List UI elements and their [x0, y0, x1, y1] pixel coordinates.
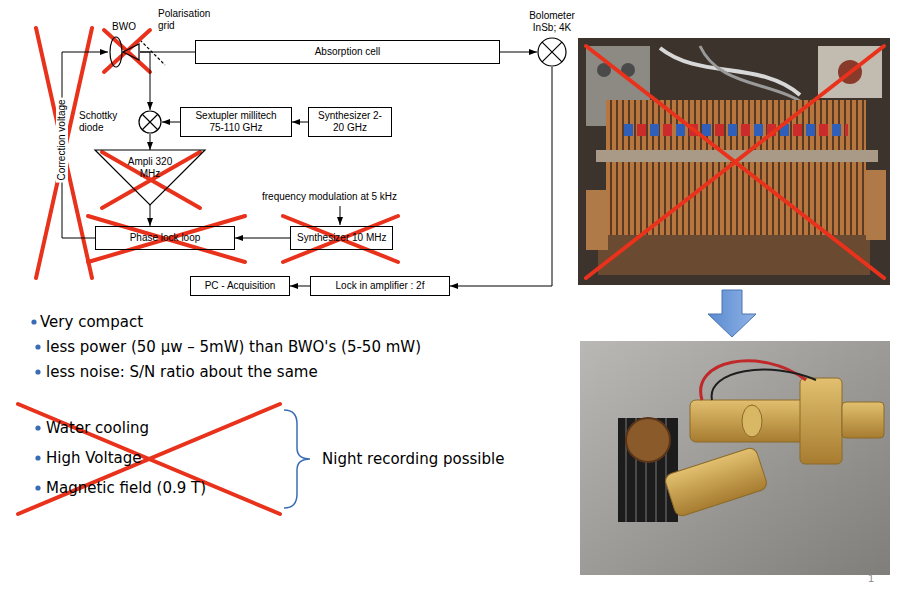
symbol-outline	[138, 110, 162, 134]
photo-resistors	[622, 124, 848, 136]
cross-mark	[283, 216, 398, 262]
leader-arrow	[340, 206, 341, 225]
signal-connector	[140, 52, 150, 110]
horn	[123, 44, 139, 60]
box-label: Absorption cell	[315, 46, 381, 58]
symbol-outline	[537, 37, 567, 67]
signal-connector	[150, 205, 151, 226]
box-label: PC - Acquisition	[205, 280, 276, 292]
bullet-text: less power (50 μw – 5mW) than BWO's (5-5…	[46, 337, 421, 357]
page-number: 1	[868, 572, 874, 585]
bullet-dot	[35, 455, 40, 460]
photo-wire	[701, 361, 806, 400]
process-box: Lock in amplifier : 2f	[310, 276, 450, 296]
photo-flange	[586, 190, 608, 250]
signal-connector	[150, 134, 151, 150]
box-label: Sextupler millitech 75-110 GHz	[187, 110, 285, 134]
annotation: Polarisation grid	[158, 8, 224, 32]
process-box: Synthesizer 2-20 GHz	[308, 107, 392, 137]
mixer-circle	[139, 111, 161, 133]
conclusion-text: Night recording possible	[322, 449, 504, 469]
red-crosses	[18, 28, 884, 514]
process-box: Phase lock loop	[95, 226, 235, 250]
signal-connector	[292, 122, 308, 123]
signal-connector	[162, 122, 180, 123]
down-arrow	[708, 290, 756, 337]
photo-flange	[842, 402, 884, 438]
bwo-source: BWO	[108, 36, 140, 68]
bwo-photo	[578, 38, 890, 285]
photo-heatsink	[618, 418, 678, 522]
signal-connector	[235, 238, 290, 239]
struck-bullet: Water cooling	[46, 418, 149, 438]
struck-bullet: High Voltage	[46, 448, 142, 468]
curly-bracket	[284, 410, 310, 508]
bullet-dot	[35, 485, 40, 490]
box-label: Phase lock loop	[130, 232, 201, 244]
amplifier-symbol: Ampli 320 MHz	[95, 150, 205, 205]
photo-waveguide	[664, 446, 769, 518]
bullet-text: Very compact	[40, 312, 143, 332]
symbol-label: Ampli 320 MHz	[125, 156, 175, 180]
detector-symbol: Bolometer InSb; 4K	[537, 37, 567, 67]
symbol-label: Bolometer InSb; 4K	[521, 10, 583, 34]
lens	[110, 37, 122, 67]
bullet-dot	[31, 319, 36, 324]
process-box: Sextupler millitech 75-110 GHz	[180, 107, 292, 137]
symbol-outline	[108, 36, 140, 68]
photo-flange	[866, 170, 886, 240]
photo-base	[598, 235, 870, 275]
cross-mark	[36, 28, 92, 278]
bullet-text: less noise: S/N ratio about the same	[46, 362, 318, 382]
photo-waveguide	[690, 400, 808, 442]
process-box: PC - Acquisition	[190, 276, 290, 296]
photo-coin	[626, 418, 670, 462]
signal-connector	[290, 286, 310, 287]
box-label: Synthesizer 2-20 GHz	[315, 110, 385, 134]
bullet-dot	[35, 425, 40, 430]
photo-cable	[660, 48, 800, 95]
cross-mark	[88, 216, 245, 262]
mixer-circle	[538, 38, 566, 66]
box-label: Synthesizer 10 MHz	[297, 232, 386, 244]
cross-mark	[104, 30, 150, 72]
signal-connector	[500, 52, 537, 53]
photo-coils	[606, 100, 866, 235]
source-photo	[580, 341, 890, 575]
symbol-label: BWO	[112, 21, 136, 33]
photo-wire	[712, 370, 816, 400]
symbol-label: Schottky diode	[79, 110, 133, 134]
bullet-dot	[35, 369, 40, 374]
cross-mark	[102, 152, 200, 208]
amplifier-triangle	[95, 150, 205, 205]
connector-label: Correction voltage	[56, 97, 68, 182]
process-box: Absorption cell	[195, 40, 500, 64]
annotation: frequency modulation at 5 kHz	[262, 191, 397, 203]
bullet-dot	[35, 344, 40, 349]
cross-mark	[586, 46, 884, 278]
photo-waveguide	[800, 378, 842, 464]
box-label: Lock in amplifier : 2f	[336, 280, 425, 292]
mixer-cross	[542, 42, 562, 62]
cross-mark	[18, 404, 280, 514]
mixer-symbol: Schottky diode	[138, 110, 162, 134]
mixer-cross	[142, 114, 158, 130]
signal-connector	[450, 67, 552, 286]
signal-connector	[62, 52, 108, 238]
struck-bullet: Magnetic field (0.9 T)	[46, 478, 206, 498]
process-box: Synthesizer 10 MHz	[290, 226, 393, 250]
photo-flange	[742, 405, 762, 437]
